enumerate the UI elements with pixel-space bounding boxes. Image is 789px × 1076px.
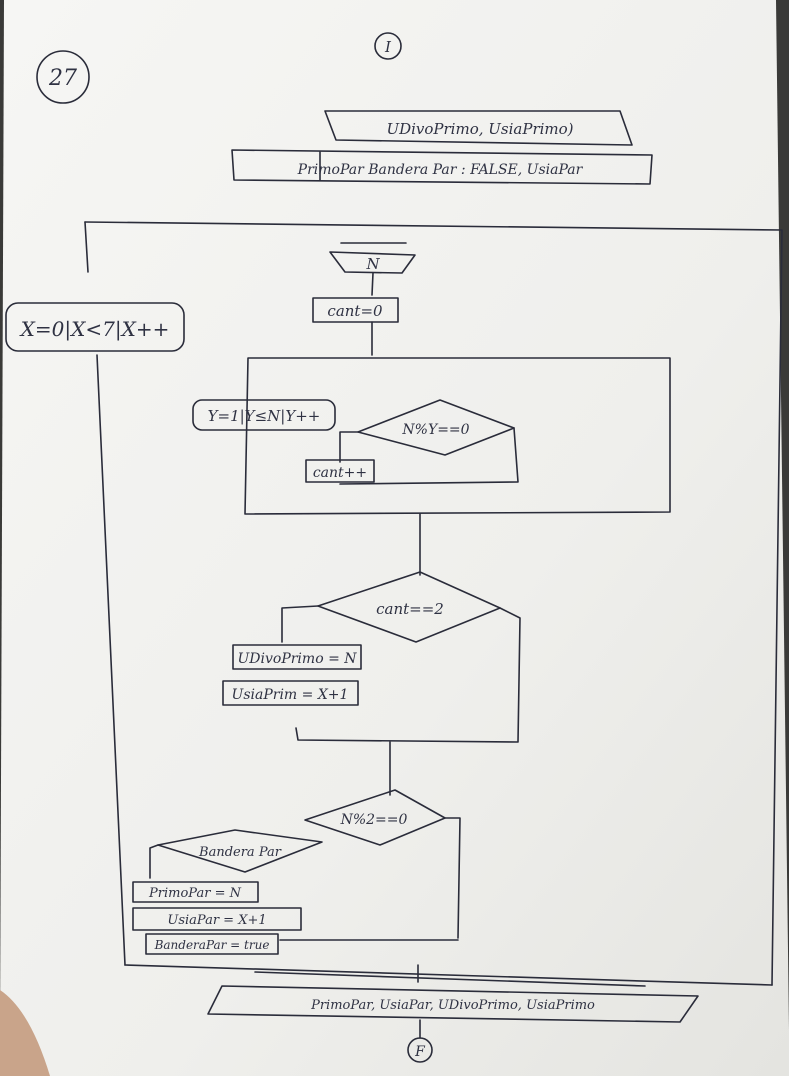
counter-init-label: cant=0 bbox=[327, 302, 383, 320]
outer-loop-frame-left bbox=[96, 354, 126, 966]
counter-increment-label: cant++ bbox=[313, 465, 367, 481]
end-terminal bbox=[407, 1037, 433, 1063]
output-shape bbox=[207, 985, 699, 1023]
start-terminal bbox=[374, 32, 402, 60]
header-declaration-2-box bbox=[231, 149, 653, 185]
inner-loop-box bbox=[192, 399, 336, 431]
header-declaration-2: PrimoPar Bandera Par : FALSE, UsiaPar bbox=[297, 162, 584, 178]
mod-check-false-branch bbox=[339, 427, 519, 485]
inner-loop-label: Y=1|Y≤N|Y++ bbox=[208, 407, 321, 425]
prime-check-false-branch bbox=[295, 607, 521, 743]
mod-check-label: N%Y==0 bbox=[401, 422, 469, 438]
outer-loop-box bbox=[5, 302, 185, 352]
header-declaration-1: UDivoPrimo, UsiaPrimo) bbox=[386, 120, 573, 138]
outer-loop-frame-top-right bbox=[84, 221, 783, 986]
outer-loop-frame-bottom bbox=[124, 964, 773, 986]
assign-prime-2-label: UsiaPrim = X+1 bbox=[232, 687, 349, 703]
header-declaration-1-box bbox=[324, 110, 633, 146]
end-label: F bbox=[414, 1044, 426, 1060]
output-top-bar bbox=[254, 971, 646, 987]
prime-check-label: cant==2 bbox=[376, 600, 444, 618]
output-label: PrimoPar, UsiaPar, UDivoPrimo, UsiaPrimo bbox=[310, 998, 595, 1013]
assign-even-3-box bbox=[145, 933, 279, 955]
assign-prime-1-label: UDivoPrimo = N bbox=[237, 651, 357, 667]
assign-even-1-label: PrimoPar = N bbox=[148, 886, 242, 901]
start-label: I bbox=[384, 38, 392, 56]
assign-even-2-label: UsiaPar = X+1 bbox=[167, 913, 266, 928]
counter-init-box bbox=[312, 297, 399, 323]
assign-even-2-box bbox=[132, 907, 302, 931]
counter-increment-box bbox=[305, 459, 375, 483]
input-label: N bbox=[365, 255, 380, 273]
even-check-label: N%2==0 bbox=[340, 812, 408, 828]
outer-loop-frame-left-stub bbox=[84, 221, 89, 273]
prime-check-true-branch bbox=[281, 605, 319, 643]
thumb bbox=[0, 990, 50, 1076]
connector-input-counter bbox=[371, 272, 374, 296]
page-number: 27 bbox=[48, 66, 77, 91]
outer-loop-label: X=0|X<7|X++ bbox=[19, 317, 170, 342]
flag-check-true-branch bbox=[149, 844, 159, 879]
page-number-circle bbox=[36, 50, 90, 104]
flag-check-decision bbox=[157, 829, 323, 873]
assign-even-3-label: BanderaPar = true bbox=[154, 938, 270, 952]
assign-even-1-box bbox=[132, 881, 259, 903]
flag-check-label: Bandera Par bbox=[198, 845, 282, 860]
mod-check-true-branch bbox=[339, 431, 359, 463]
input-shape bbox=[329, 251, 416, 274]
assign-prime-2-box bbox=[222, 680, 359, 706]
assign-prime-1-box bbox=[232, 644, 362, 670]
inner-loop-frame bbox=[244, 357, 671, 515]
even-check-false-branch bbox=[444, 817, 461, 939]
